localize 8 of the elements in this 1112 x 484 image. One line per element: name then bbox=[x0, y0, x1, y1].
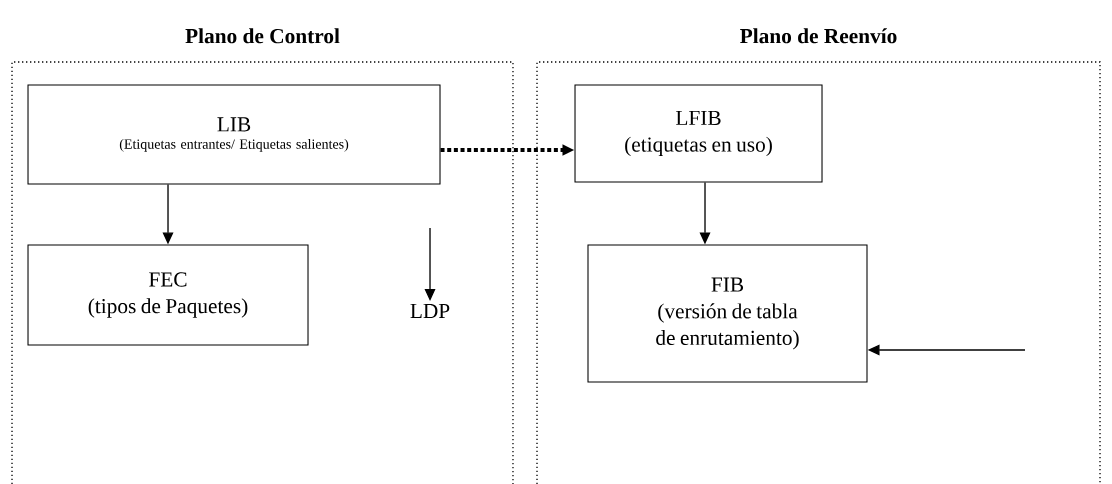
panel-heading: Plano de Control bbox=[185, 28, 340, 44]
text-box: LIB (Etiquetas entrantes/ Etiquetas salientes) bbox=[27, 84, 441, 185]
arrow bbox=[424, 227, 436, 301]
label-text: LDP bbox=[410, 304, 450, 318]
text-box: FIB (versión de tabla de enrutamiento) bbox=[587, 244, 868, 383]
text-box: LFIB (etiquetas en uso) bbox=[574, 84, 823, 183]
panel-heading: Plano de Reenvío bbox=[740, 28, 897, 44]
text-box: FEC (tipos de Paquetes) bbox=[27, 244, 309, 346]
